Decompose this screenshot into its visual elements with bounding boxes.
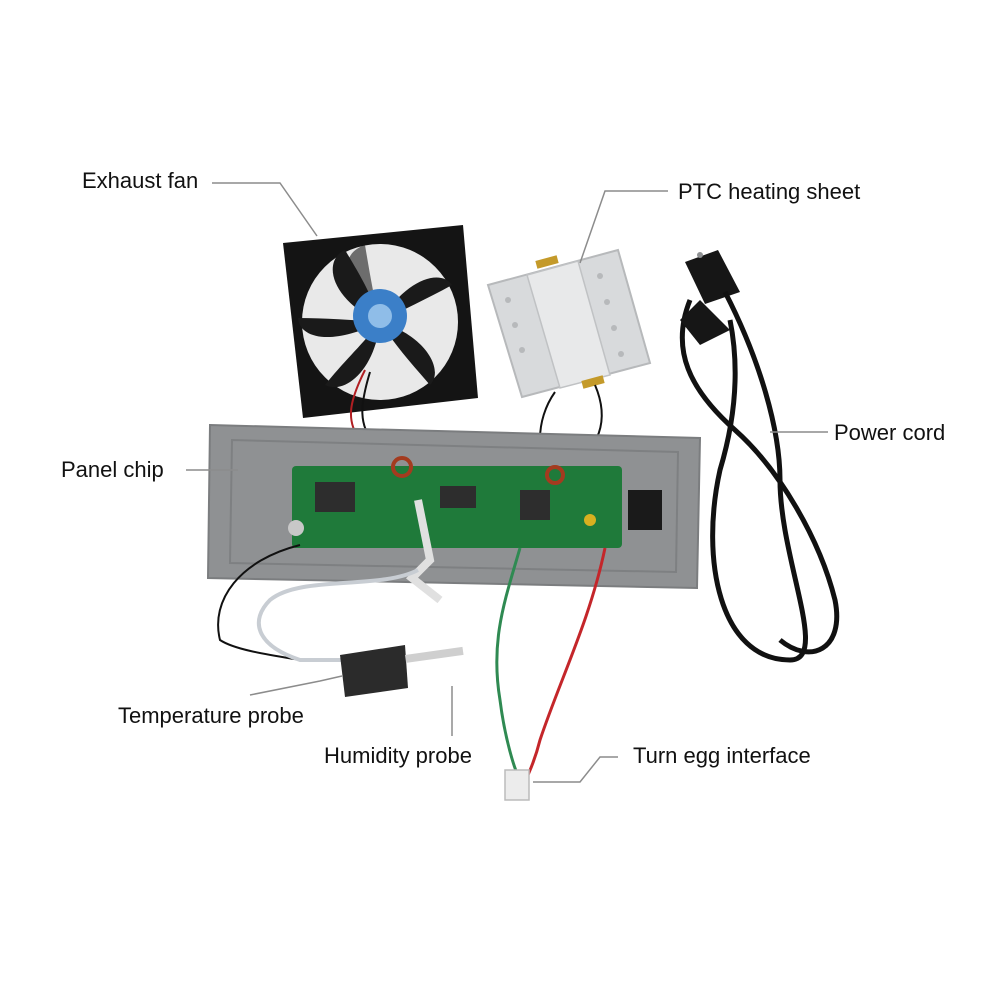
ptc-heating-sheet-icon (486, 248, 652, 481)
temperature-probe-label: Temperature probe (118, 703, 304, 728)
control-panel-icon (206, 423, 702, 604)
power-cord-label: Power cord (834, 420, 946, 445)
leader-lines (186, 182, 828, 783)
turn-egg-interface-label: Turn egg interface (633, 743, 811, 768)
turn-egg-connector-icon (504, 769, 530, 801)
exhaust-fan-icon (283, 225, 478, 446)
ptc-heating-sheet-label: PTC heating sheet (678, 179, 861, 204)
humidity-probe-label: Humidity probe (324, 743, 472, 768)
panel-chip-label: Panel chip (61, 457, 164, 482)
humidity-probe-icon (495, 547, 607, 776)
power-cord-icon (679, 250, 840, 663)
exhaust-fan-label: Exhaust fan (82, 168, 199, 193)
temperature-probe-icon (217, 544, 464, 697)
